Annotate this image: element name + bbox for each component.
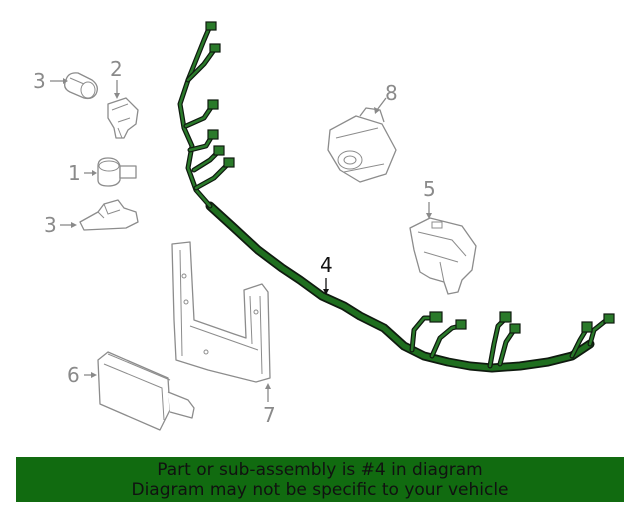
- callout-7: 7: [263, 403, 276, 427]
- arrow-2: [114, 93, 120, 99]
- callout-2: 2: [110, 57, 123, 81]
- part-8-camera-module[interactable]: [327, 107, 397, 183]
- callout-5: 5: [423, 177, 436, 201]
- banner-line-2: Diagram may not be specific to your vehi…: [131, 480, 509, 500]
- parts-diagram: 3 2 1 3 8 5: [33, 21, 615, 431]
- callout-3-bottom: 3: [44, 213, 57, 237]
- callout-6: 6: [67, 363, 80, 387]
- arrow-5: [426, 213, 432, 219]
- part-1-sensor-bezel[interactable]: [97, 157, 137, 187]
- connector-top: [205, 21, 217, 31]
- part-7-bracket[interactable]: [171, 241, 271, 383]
- callout-1: 1: [68, 161, 81, 185]
- part-3-sensor-bracket[interactable]: [79, 199, 139, 231]
- part-2-parking-sensor[interactable]: [107, 97, 139, 139]
- part-5-connector[interactable]: [409, 217, 477, 295]
- arrow-4: [323, 289, 329, 295]
- callout-3-top: 3: [33, 69, 46, 93]
- info-banner: Part or sub-assembly is #4 in diagram Di…: [16, 457, 624, 502]
- arrow-7: [265, 383, 271, 389]
- arrow-6: [91, 372, 97, 378]
- banner-line-1: Part or sub-assembly is #4 in diagram: [157, 460, 483, 480]
- arrow-1: [92, 170, 97, 176]
- arrow-8: [374, 107, 380, 114]
- arrow-3-bottom: [71, 222, 77, 228]
- part-3-sensor-cap[interactable]: [64, 72, 98, 100]
- part-4-wire-harness[interactable]: [177, 21, 615, 373]
- callout-8: 8: [385, 81, 398, 105]
- arrow-3-top: [63, 78, 68, 84]
- callout-4: 4: [320, 253, 333, 277]
- part-6-radar-module[interactable]: [97, 351, 195, 431]
- leader-8: [376, 97, 387, 111]
